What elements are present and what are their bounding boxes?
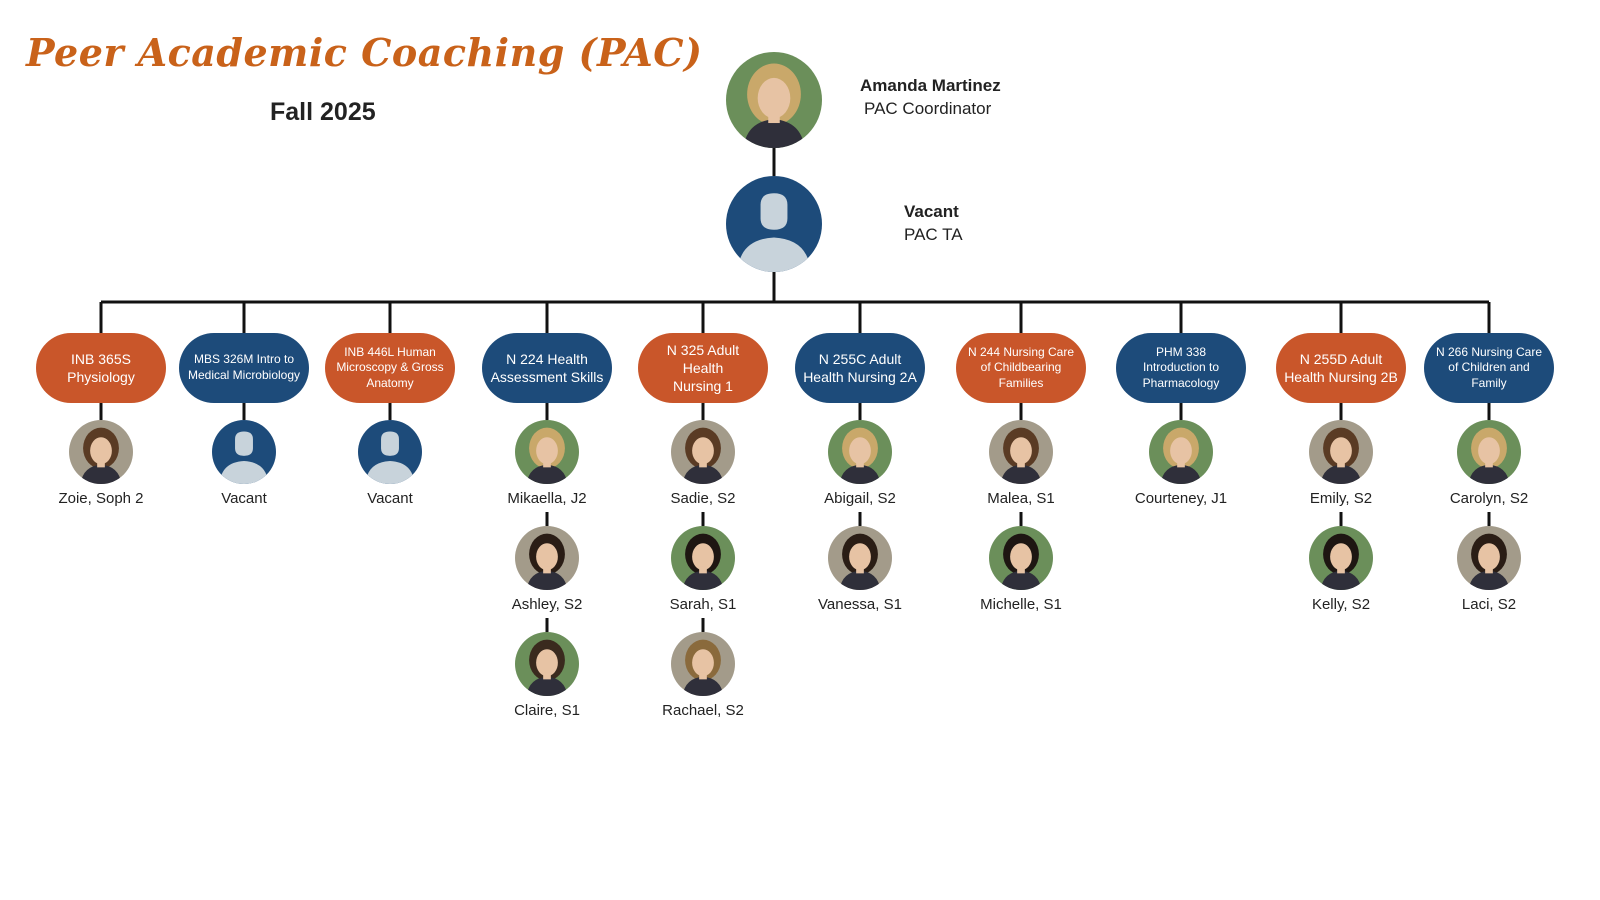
course-box-7: N 244 Nursing Care of Childbearing Famil… bbox=[956, 333, 1086, 403]
coach-name: Emily, S2 bbox=[1309, 490, 1373, 507]
course-box-4: N 224 Health Assessment Skills bbox=[482, 333, 612, 403]
coach-name: Claire, S1 bbox=[514, 702, 580, 719]
coach-name: Michelle, S1 bbox=[980, 596, 1062, 613]
coach-photo-icon bbox=[828, 420, 892, 484]
course-label: N 224 Health Assessment Skills bbox=[490, 350, 604, 385]
coach-photo bbox=[1149, 420, 1213, 484]
coach-name: Abigail, S2 bbox=[824, 490, 896, 507]
coach-name: Sarah, S1 bbox=[669, 596, 737, 613]
person-silhouette-icon bbox=[726, 176, 822, 272]
coach-name: Courteney, J1 bbox=[1134, 490, 1228, 507]
coach-photo bbox=[69, 420, 133, 484]
coach-name: Vacant bbox=[367, 490, 413, 507]
coach-name: Vacant bbox=[221, 490, 267, 507]
course-label: N 244 Nursing Care of Childbearing Famil… bbox=[967, 344, 1075, 390]
coach-name: Ashley, S2 bbox=[511, 596, 583, 613]
coach-photo bbox=[515, 420, 579, 484]
vacant-placeholder-avatar bbox=[358, 420, 422, 484]
course-label: N 255C Adult Health Nursing 2A bbox=[803, 350, 917, 385]
coach-name: Zoie, Soph 2 bbox=[58, 490, 144, 507]
coordinator-role: PAC Coordinator bbox=[864, 99, 992, 118]
person-silhouette-icon bbox=[212, 420, 276, 484]
coach-photo bbox=[671, 526, 735, 590]
coach-photo-icon bbox=[1457, 420, 1521, 484]
ta-placeholder-avatar bbox=[726, 176, 822, 272]
coordinator-name: Amanda Martinez bbox=[860, 76, 1001, 95]
course-box-5: N 325 Adult Health Nursing 1 bbox=[638, 333, 768, 403]
course-label: N 325 Adult Health Nursing 1 bbox=[666, 341, 740, 395]
coach-photo-icon bbox=[1309, 526, 1373, 590]
course-box-3: INB 446L Human Microscopy & Gross Anatom… bbox=[325, 333, 455, 403]
course-box-8: PHM 338 Introduction to Pharmacology bbox=[1116, 333, 1246, 403]
coach-photo bbox=[828, 420, 892, 484]
course-box-2: MBS 326M Intro to Medical Microbiology bbox=[179, 333, 309, 403]
course-label: MBS 326M Intro to Medical Microbiology bbox=[187, 352, 301, 382]
course-label: N 255D Adult Health Nursing 2B bbox=[1284, 350, 1398, 385]
coach-name: Laci, S2 bbox=[1461, 596, 1517, 613]
coach-photo-icon bbox=[1457, 526, 1521, 590]
coach-photo-icon bbox=[726, 52, 822, 148]
coach-photo bbox=[1457, 420, 1521, 484]
vacant-placeholder-avatar bbox=[212, 420, 276, 484]
coordinator-photo bbox=[726, 52, 822, 148]
coach-photo-icon bbox=[1309, 420, 1373, 484]
course-box-9: N 255D Adult Health Nursing 2B bbox=[1276, 333, 1406, 403]
coach-photo-icon bbox=[515, 526, 579, 590]
coach-photo-icon bbox=[671, 632, 735, 696]
coach-photo-icon bbox=[828, 526, 892, 590]
coach-photo bbox=[1457, 526, 1521, 590]
coach-photo bbox=[1309, 420, 1373, 484]
coach-photo bbox=[515, 632, 579, 696]
ta-role: PAC TA bbox=[904, 225, 963, 244]
coach-photo bbox=[671, 632, 735, 696]
coach-photo bbox=[671, 420, 735, 484]
course-box-10: N 266 Nursing Care of Children and Famil… bbox=[1424, 333, 1554, 403]
coach-photo bbox=[515, 526, 579, 590]
coach-photo-icon bbox=[69, 420, 133, 484]
coach-name: Carolyn, S2 bbox=[1449, 490, 1529, 507]
coach-photo-icon bbox=[671, 526, 735, 590]
coach-photo bbox=[828, 526, 892, 590]
coach-photo-icon bbox=[989, 526, 1053, 590]
coach-name: Kelly, S2 bbox=[1311, 596, 1371, 613]
coach-photo bbox=[989, 526, 1053, 590]
coach-photo-icon bbox=[1149, 420, 1213, 484]
course-box-6: N 255C Adult Health Nursing 2A bbox=[795, 333, 925, 403]
coach-photo-icon bbox=[515, 420, 579, 484]
course-label: INB 446L Human Microscopy & Gross Anatom… bbox=[336, 344, 444, 390]
coach-name: Vanessa, S1 bbox=[818, 596, 902, 613]
coach-name: Malea, S1 bbox=[987, 490, 1055, 507]
course-label: N 266 Nursing Care of Children and Famil… bbox=[1435, 344, 1543, 390]
coach-photo-icon bbox=[989, 420, 1053, 484]
coach-name: Rachael, S2 bbox=[662, 702, 744, 719]
chart-subtitle: Fall 2025 bbox=[270, 98, 376, 126]
coach-photo bbox=[1309, 526, 1373, 590]
course-label: PHM 338 Introduction to Pharmacology bbox=[1142, 344, 1220, 390]
coach-name: Mikaella, J2 bbox=[507, 490, 587, 507]
coach-name: Sadie, S2 bbox=[670, 490, 736, 507]
course-label: INB 365S Physiology bbox=[67, 350, 135, 385]
person-silhouette-icon bbox=[358, 420, 422, 484]
coach-photo-icon bbox=[671, 420, 735, 484]
coach-photo-icon bbox=[515, 632, 579, 696]
course-box-1: INB 365S Physiology bbox=[36, 333, 166, 403]
coach-photo bbox=[989, 420, 1053, 484]
chart-title: Peer Academic Coaching (PAC) bbox=[26, 30, 703, 75]
ta-name: Vacant bbox=[904, 202, 959, 221]
